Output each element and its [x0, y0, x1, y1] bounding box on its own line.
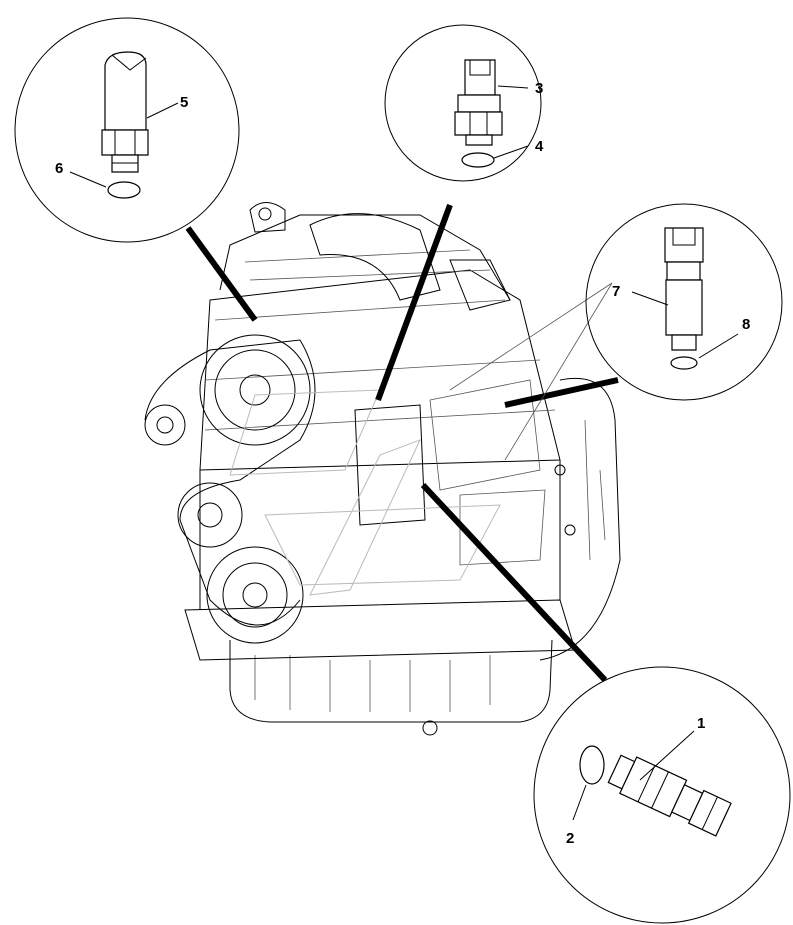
pulley-alternator: [177, 482, 243, 548]
sensor-7-icon: [664, 227, 704, 351]
pulley-crank: [206, 546, 304, 644]
pulley-idler: [144, 404, 186, 446]
callout-label-6: 6: [55, 160, 63, 177]
callout-label-8: 8: [742, 316, 750, 333]
leader-5: [185, 226, 258, 322]
pulley-upper: [199, 334, 311, 446]
callout-label-5: 5: [180, 94, 188, 111]
sensor-5-icon: [101, 51, 149, 173]
callout-circle-3-4: [384, 24, 542, 182]
callout-label-7: 7: [612, 283, 620, 300]
callout-circle-1-2: [533, 666, 791, 924]
callout-label-1: 1: [697, 715, 705, 732]
leader-3: [375, 203, 453, 402]
oring-6-icon: [107, 181, 141, 199]
callout-label-4: 4: [535, 138, 544, 155]
sensor-1-icon: [607, 754, 732, 837]
leader-7: [504, 377, 619, 408]
leader-1: [420, 482, 608, 683]
callout-circle-5-6: [14, 17, 240, 243]
sensor-3-icon: [454, 59, 503, 146]
oring-4-icon: [461, 152, 495, 168]
callout-label-2: 2: [566, 830, 574, 847]
pointer-7: [449, 282, 613, 461]
callout-label-3: 3: [535, 80, 543, 97]
engine-illustration: [144, 202, 621, 736]
oring-2-icon: [579, 745, 605, 785]
callout-circle-7-8: [585, 203, 783, 401]
oring-8-icon: [670, 356, 698, 370]
